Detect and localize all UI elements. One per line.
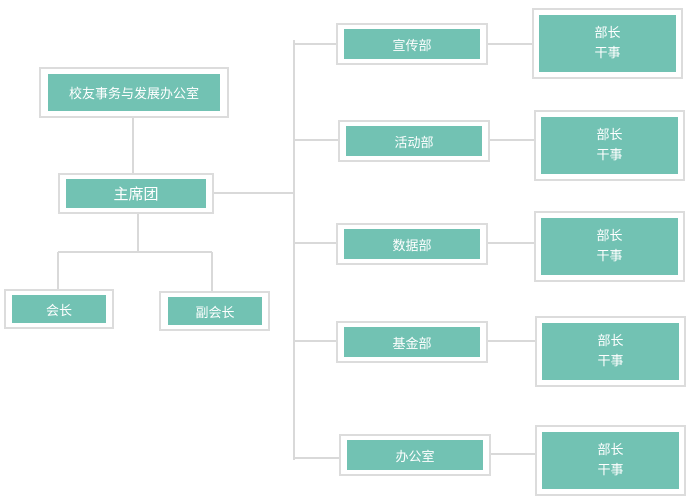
roles-box: 部长 干事 bbox=[541, 117, 678, 174]
department-label: 宣传部 bbox=[344, 29, 480, 59]
department-node-data: 数据部 bbox=[336, 223, 488, 265]
role-staff-label: 干事 bbox=[597, 353, 624, 369]
department-node-activity: 活动部 bbox=[338, 120, 490, 162]
department-node-fund: 基金部 bbox=[336, 321, 488, 363]
roles-node-office: 部长 干事 bbox=[535, 425, 686, 496]
president-label: 会长 bbox=[12, 295, 106, 323]
department-node-office: 办公室 bbox=[339, 434, 491, 476]
roles-box: 部长 干事 bbox=[542, 432, 679, 489]
president-node: 会长 bbox=[4, 289, 114, 329]
role-head-label: 部长 bbox=[596, 127, 623, 143]
alumni-office-node: 校友事务与发展办公室 bbox=[39, 67, 229, 118]
role-head-label: 部长 bbox=[596, 228, 623, 244]
role-staff-label: 干事 bbox=[596, 147, 623, 163]
vice-president-node: 副会长 bbox=[159, 291, 270, 331]
role-head-label: 部长 bbox=[597, 442, 624, 458]
department-label: 基金部 bbox=[344, 327, 480, 357]
department-label: 办公室 bbox=[347, 440, 483, 470]
vice-president-label: 副会长 bbox=[168, 297, 262, 325]
role-head-label: 部长 bbox=[597, 333, 624, 349]
roles-node-activity: 部长 干事 bbox=[534, 110, 685, 181]
department-label: 数据部 bbox=[344, 229, 480, 259]
roles-box: 部长 干事 bbox=[542, 323, 679, 380]
role-staff-label: 干事 bbox=[596, 248, 623, 264]
roles-box: 部长 干事 bbox=[541, 218, 678, 275]
roles-box: 部长 干事 bbox=[539, 15, 676, 72]
role-staff-label: 干事 bbox=[597, 462, 624, 478]
roles-node-publicity: 部长 干事 bbox=[532, 8, 683, 79]
roles-node-data: 部长 干事 bbox=[534, 211, 685, 282]
role-head-label: 部长 bbox=[594, 25, 621, 41]
department-node-publicity: 宣传部 bbox=[336, 23, 488, 65]
role-staff-label: 干事 bbox=[594, 45, 621, 61]
department-label: 活动部 bbox=[346, 126, 482, 156]
alumni-office-label: 校友事务与发展办公室 bbox=[48, 74, 220, 111]
roles-node-fund: 部长 干事 bbox=[535, 316, 686, 387]
presidium-label: 主席团 bbox=[66, 179, 206, 208]
presidium-node: 主席团 bbox=[58, 173, 214, 214]
